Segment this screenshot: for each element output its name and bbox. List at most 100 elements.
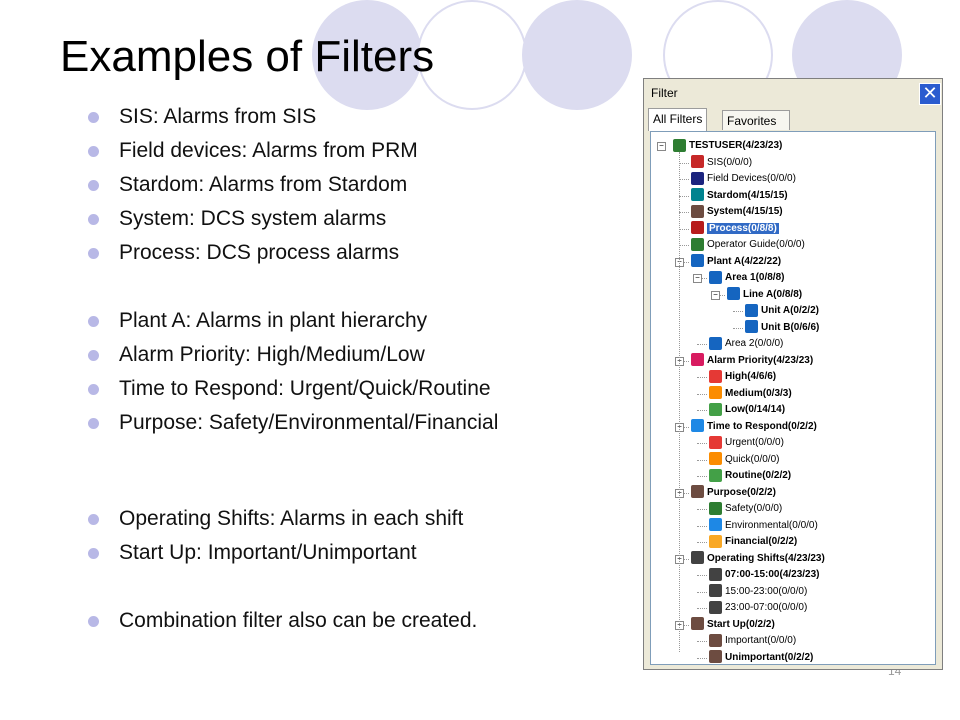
window-titlebar[interactable]: Filter ✕ [644,79,942,109]
tree-node-label: Process(0/8/8) [707,222,779,234]
slide-title: Examples of Filters [60,32,435,81]
bullet-dot [88,112,99,123]
tree-node[interactable]: Safety(0/0/0) [709,501,782,517]
filter-tree[interactable]: TESTUSER(4/23/23) − SIS(0/0/0)Field Device… [650,131,936,665]
tree-node-label: TESTUSER(4/23/23) [689,140,783,151]
tree-connector [679,162,689,164]
tree-node[interactable]: Process(0/8/8) [691,221,779,237]
tree-node[interactable]: Operating Shifts(4/23/23) [691,551,825,567]
tree-connector [679,212,689,213]
tree-node-label: Low(0/14/14) [725,404,786,415]
prm-icon [691,171,704,185]
tree-node-label: Unit A(0/2/2) [761,305,819,316]
tree-connector [697,344,707,345]
plant-icon [691,254,704,268]
tree-connector [697,641,707,642]
routine-icon [709,468,722,482]
tree-node-label: Financial(0/2/2) [725,536,798,547]
tree-connector [679,360,689,362]
tree-node[interactable]: 07:00-15:00(4/23/23) [709,567,820,583]
tree-node-label: Line A(0/8/8) [743,288,803,300]
tree-connector [679,624,689,626]
tree-node[interactable]: Environmental(0/0/0) [709,518,818,534]
tree-node[interactable]: Purpose(0/2/2) [691,485,776,501]
tree-node-label: Urgent(0/0/0) [725,437,784,448]
purpose-icon [691,485,704,499]
tree-node[interactable]: Plant A(4/22/22) [691,254,781,270]
tree-node[interactable]: Unit A(0/2/2) [745,303,819,319]
tree-node-label: Routine(0/2/2) [725,470,792,481]
tree-node[interactable]: Medium(0/3/3) [709,386,792,402]
tree-node[interactable]: Alarm Priority(4/23/23) [691,353,813,369]
tree-node[interactable]: Low(0/14/14) [709,402,785,418]
tab-favorites[interactable]: Favorites [722,110,790,130]
tree-node-label: Unimportant(0/2/2) [725,651,814,663]
tree-node[interactable]: Time to Respond(0/2/2) [691,419,817,435]
bullet-dot [88,548,99,559]
clock-icon [691,551,704,565]
user-icon [673,138,686,152]
tree-node-label: 15:00-23:00(0/0/0) [725,585,808,597]
tree-node[interactable]: Area 1(0/8/8) [709,270,784,286]
tree-node[interactable]: Area 2(0/0/0) [709,336,783,352]
tree-node-label: Important(0/0/0) [725,635,797,646]
tree-node[interactable]: Urgent(0/0/0) [709,435,784,451]
clock-icon [709,600,722,614]
tree-node[interactable]: Start Up(0/2/2) [691,617,775,633]
unit-icon [745,303,758,317]
tree-connector [697,591,707,593]
tree-node[interactable]: Unimportant(0/2/2) [709,650,813,666]
tree-node-label: Unit B(0/6/6) [761,321,820,333]
tree-connector [697,459,707,461]
tree-node-label: Stardom(4/15/15) [707,189,788,201]
priority-icon [691,353,704,367]
expander-icon[interactable]: − [657,142,666,151]
tree-connector [679,426,689,428]
tree-node-label: Safety(0/0/0) [725,503,783,514]
tree-node[interactable]: 23:00-07:00(0/0/0) [709,600,807,616]
tab-all-filters[interactable]: All Filters [648,108,708,131]
tree-node[interactable]: Stardom(4/15/15) [691,188,788,204]
tree-connector [679,228,689,230]
tree-node[interactable]: Financial(0/2/2) [709,534,797,550]
expander-icon[interactable]: − [711,290,720,300]
tree-node-label: Purpose(0/2/2) [707,486,776,498]
tree-connector [697,476,707,477]
tree-node[interactable]: High(4/6/6) [709,369,776,385]
decor-circle [312,0,422,110]
tree-connector [679,245,689,246]
tree-node[interactable]: Quick(0/0/0) [709,452,779,468]
tree-node-label: Time to Respond(0/2/2) [707,420,817,432]
tree-node[interactable]: 15:00-23:00(0/0/0) [709,584,807,600]
unimportant-icon [709,650,722,664]
tree-node-label: Plant A(4/22/22) [707,255,782,267]
expander-icon[interactable]: − [693,274,702,283]
tree-node[interactable]: Important(0/0/0) [709,633,796,649]
close-button[interactable]: ✕ [919,83,941,105]
clock-icon [709,567,722,581]
bullet-dot [88,146,99,157]
tree-node[interactable]: TESTUSER(4/23/23) [673,138,782,154]
bullet-dot [88,180,99,191]
bullet-dot [88,350,99,361]
tree-node-label: Environmental(0/0/0) [725,519,818,531]
filter-window: Filter ✕ All Filters Favorites TESTUSER(… [643,78,943,670]
tree-node[interactable]: System(4/15/15) [691,204,783,220]
tree-node-label: Area 1(0/8/8) [725,272,785,283]
decor-circle [522,0,632,110]
tree-node[interactable]: Field Devices(0/0/0) [691,171,796,187]
tree-node-label: System(4/15/15) [707,206,783,217]
bullet-dot [88,384,99,395]
tree-connector [697,542,707,543]
tree-node[interactable]: SIS(0/0/0) [691,155,752,171]
tree-node-label: Operator Guide(0/0/0) [707,239,805,250]
tree-node[interactable]: Line A(0/8/8) [727,287,802,303]
tree-node[interactable]: Operator Guide(0/0/0) [691,237,805,253]
tree-node-label: Start Up(0/2/2) [707,618,775,630]
bullet-dot [88,248,99,259]
bullet-dot [88,616,99,627]
tree-node[interactable]: Routine(0/2/2) [709,468,791,484]
tree-connector [697,657,707,659]
tree-node[interactable]: Unit B(0/6/6) [745,320,819,336]
tree-node-label: Medium(0/3/3) [725,387,792,399]
